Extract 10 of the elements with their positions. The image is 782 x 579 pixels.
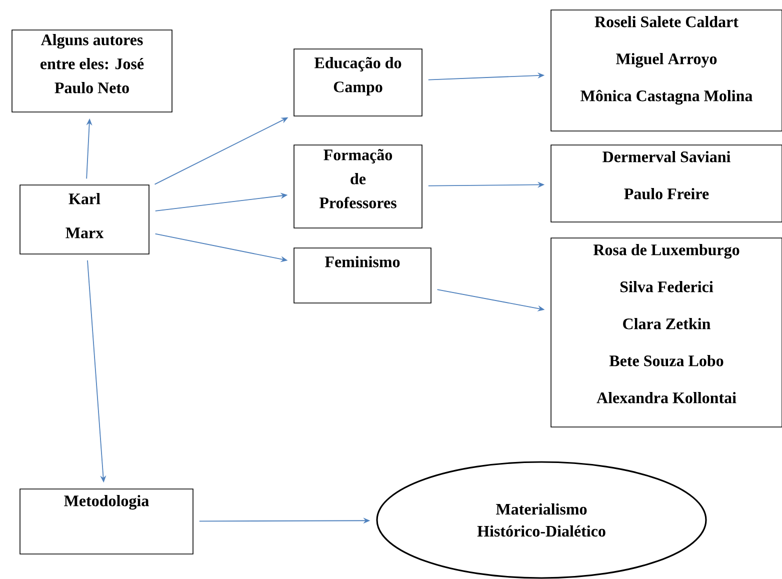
text-box: Formação de Professores (294, 144, 422, 228)
text-box: Karl Marx (20, 184, 150, 254)
text-box: Metodologia (20, 488, 194, 554)
text-box: Alguns autores entre eles: José Paulo Neto (12, 30, 172, 112)
ellipse-node: Materialismo Histórico-Dialético (376, 461, 707, 579)
text-box: Rosa de Luxemburgo Silva Federici Clara Zetkin Bete Souza Lobo Alexandra Kollontai (550, 238, 782, 428)
text-box: Educação do Campo (294, 48, 422, 116)
text-box: Roseli Salete Caldart Miguel Arroyo Mônica Castagna Molina (550, 10, 782, 132)
text-box: Feminismo (294, 248, 432, 304)
text-box: Dermerval Saviani Paulo Freire (550, 144, 782, 222)
